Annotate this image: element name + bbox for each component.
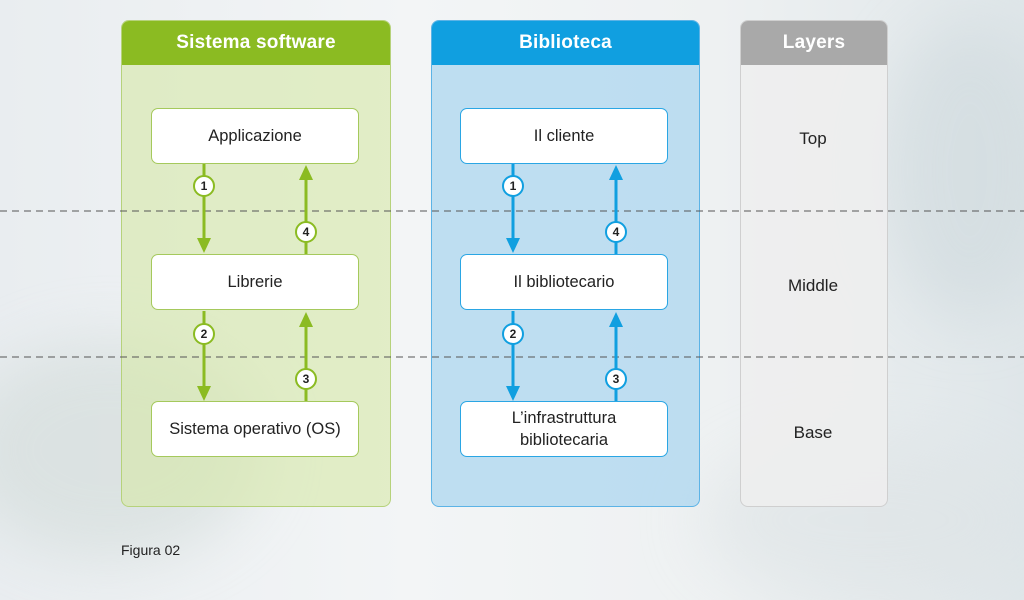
software-box-libraries: Librerie: [151, 254, 359, 310]
library-box-infrastructure: L’infrastruttura bibliotecaria: [460, 401, 668, 457]
step-number: 4: [303, 225, 310, 239]
library-header: Biblioteca: [432, 21, 699, 65]
figure-caption: Figura 02: [121, 542, 181, 558]
background-blur: [880, 20, 1024, 320]
layers-header: Layers: [741, 21, 887, 65]
step-circle-4: [295, 221, 317, 243]
step-circle-4: [605, 221, 627, 243]
step-circle-1: [193, 175, 215, 197]
step-circle-1: [502, 175, 524, 197]
software-box-application: Applicazione: [151, 108, 359, 164]
step-number: 4: [613, 225, 620, 239]
step-number: 1: [510, 179, 517, 193]
step-number: 2: [510, 327, 517, 341]
layer-label-top: Top: [799, 129, 827, 148]
library-box-librarian: Il bibliotecario: [460, 254, 668, 310]
library-box-client: Il cliente: [460, 108, 668, 164]
software-system-header: Sistema software: [122, 21, 390, 65]
flow-arrows: 1 2 3 4 1 2 3 4: [0, 164, 1024, 401]
step-number: 3: [303, 372, 310, 386]
step-number: 3: [613, 372, 620, 386]
layers-panel: Layers: [740, 20, 888, 507]
step-circle-3: [605, 368, 627, 390]
step-number: 2: [201, 327, 208, 341]
step-circle-2: [502, 323, 524, 345]
software-box-os: Sistema operativo (OS): [151, 401, 359, 457]
step-number: 1: [201, 179, 208, 193]
step-circle-3: [295, 368, 317, 390]
layer-label-base: Base: [793, 423, 833, 442]
layer-label-middle: Middle: [787, 276, 839, 295]
step-circle-2: [193, 323, 215, 345]
